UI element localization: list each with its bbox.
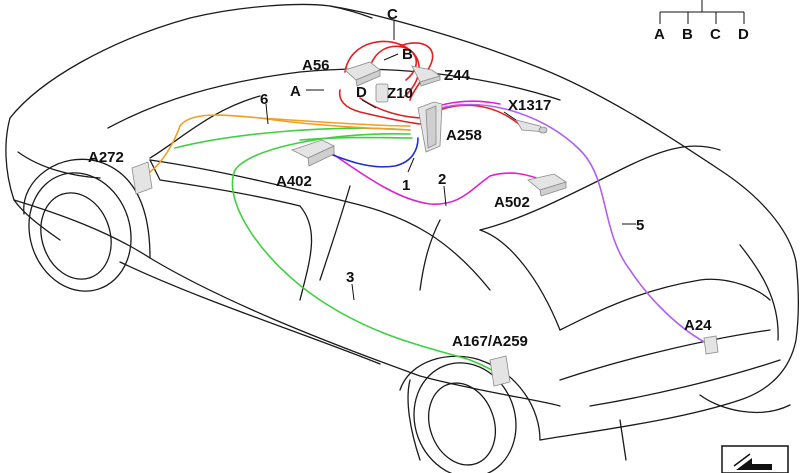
components [131,61,719,387]
module-a258 [417,101,443,153]
label-1: 1 [402,177,410,194]
label-a167-a259: A167/A259 [452,333,528,350]
corner-arrow-button[interactable] [721,445,789,473]
label-c: C [387,6,398,23]
label-z10: Z10 [387,85,413,102]
module-x1317 [515,119,548,134]
module-a272 [131,161,153,195]
leader-lines [265,20,636,301]
label-a402: A402 [276,173,312,190]
label-6: 6 [260,91,268,108]
module-a502 [527,173,567,197]
legend-item-a: A [654,26,665,43]
module-a402 [290,139,335,167]
label-d: D [356,84,367,101]
legend-item-c: C [710,26,721,43]
label-2: 2 [438,171,446,188]
label-b: B [402,46,413,63]
car-outline [5,3,799,473]
label-a272: A272 [88,149,124,166]
label-x1317: X1317 [508,97,551,114]
legend-item-b: B [682,26,693,43]
label-3: 3 [346,269,354,286]
wire-harness [149,40,711,377]
labels: C B A56 Z44 A D Z10 6 X1317 A258 A272 A4… [88,6,712,350]
label-a258: A258 [446,127,482,144]
arrow-icon [733,453,772,470]
legend-tree: A B C D [654,0,749,43]
legend-item-d: D [738,26,749,43]
module-z44 [411,65,441,87]
label-z44: Z44 [444,67,471,84]
module-z10 [375,83,389,103]
label-a56: A56 [302,57,330,74]
label-5: 5 [636,217,644,234]
module-a167 [489,355,511,387]
label-a24: A24 [684,317,712,334]
module-a56 [344,61,381,87]
module-a24 [703,335,719,355]
label-a: A [290,83,301,100]
label-a502: A502 [494,194,530,211]
